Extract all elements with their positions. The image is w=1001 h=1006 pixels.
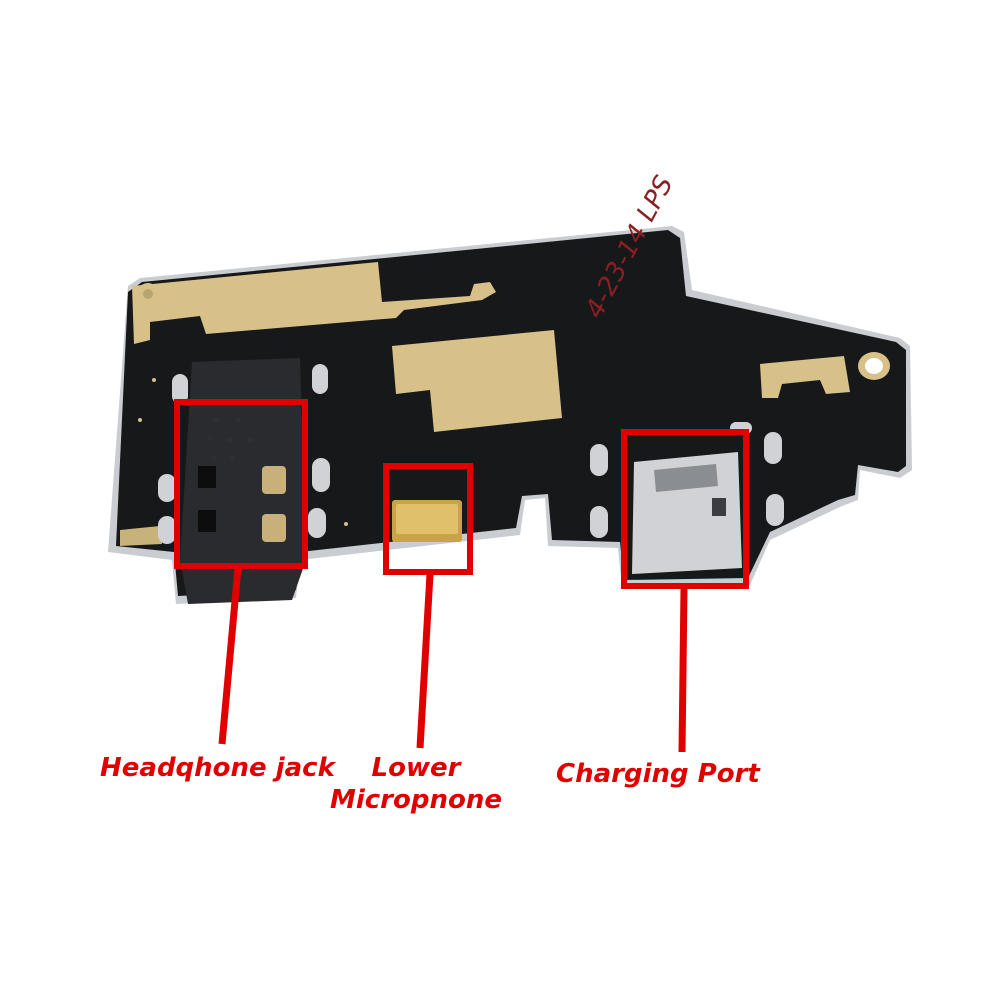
lower-microphone-label-line1: Lower (371, 753, 461, 783)
mount-hole-left-inner (143, 289, 153, 299)
pad-port-bl (590, 506, 608, 538)
charging-port-slot (712, 498, 726, 516)
charging-port-opening (654, 464, 718, 492)
test-points (207, 417, 253, 461)
pad-port-br (766, 494, 784, 526)
charging-port-label: Charging Port (556, 759, 760, 789)
lower-microphone-highlight-box (383, 463, 473, 575)
jack-slot-2 (198, 510, 216, 532)
headphone-jack-leader (218, 567, 242, 745)
jack-contact-2 (262, 514, 286, 542)
pad-jack-tl (172, 374, 188, 404)
pad-port-tr (764, 432, 782, 464)
pad-jack-r1 (312, 458, 330, 492)
charging-port-highlight-box (621, 429, 749, 589)
headphone-jack-label: Headqhone jack (100, 753, 335, 783)
copper-pour-right (760, 356, 850, 398)
lower-microphone-leader (416, 573, 434, 749)
pad-jack-l1 (158, 474, 176, 502)
pad-jack-tr (312, 364, 328, 394)
pad-jack-l2 (158, 516, 176, 544)
jack-slot-1 (198, 466, 216, 488)
pad-jack-r2 (308, 508, 326, 538)
charging-port-leader (678, 587, 688, 753)
lower-microphone-label-line2: Micropnone (329, 785, 502, 815)
pad-port-tl (590, 444, 608, 476)
mount-hole-right-inner (865, 358, 883, 374)
headphone-jack-body (180, 358, 306, 604)
headphone-jack-highlight-box (174, 399, 308, 569)
microphone-top (396, 504, 458, 534)
silkscreen-dots (138, 288, 348, 526)
copper-pour-bottom-left (120, 526, 162, 546)
jack-contact-1 (262, 466, 286, 494)
copper-pour-center (392, 330, 562, 432)
copper-pour-left (132, 262, 496, 344)
